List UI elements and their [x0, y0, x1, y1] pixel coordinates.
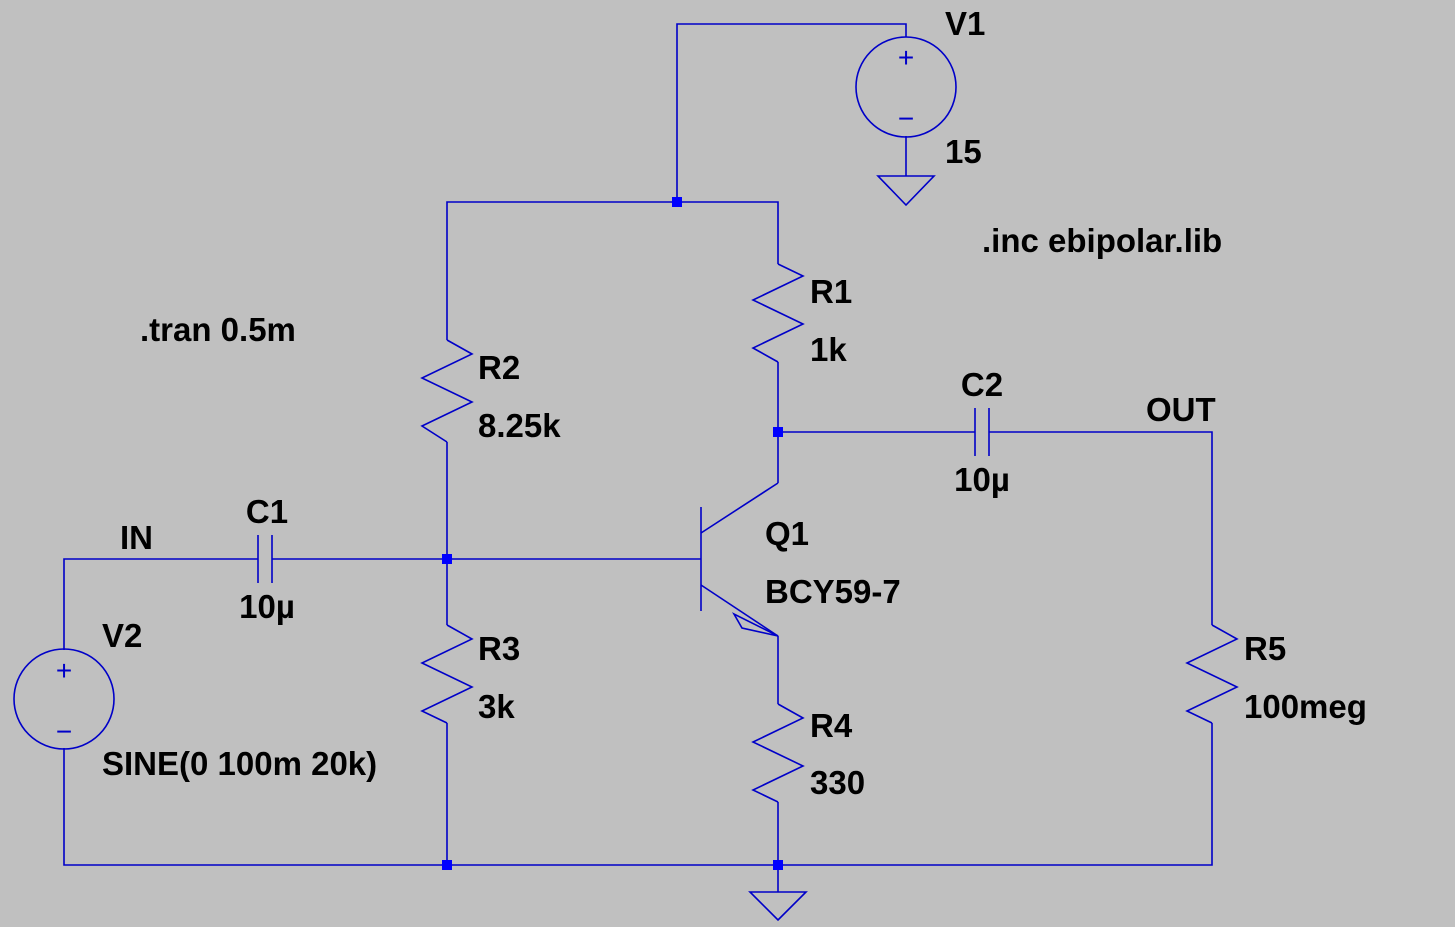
resistor-r5-icon[interactable] [1185, 624, 1239, 724]
capacitor-c1-icon[interactable] [257, 535, 273, 583]
wire-v2-ground[interactable] [63, 723, 1213, 866]
junction-ground-right[interactable] [773, 860, 783, 870]
source-v2[interactable]: + − [13, 648, 115, 750]
include-directive[interactable]: .inc ebipolar.lib [982, 222, 1222, 259]
tran-directive[interactable]: .tran 0.5m [140, 311, 296, 348]
labels: V1 15 .inc ebipolar.lib .tran 0.5m R1 1k… [102, 5, 1367, 801]
r5-value[interactable]: 100meg [1244, 688, 1367, 725]
r4-value[interactable]: 330 [810, 764, 865, 801]
c1-name[interactable]: C1 [246, 493, 288, 530]
r1-name[interactable]: R1 [810, 273, 852, 310]
q1-collector-leg [700, 482, 779, 534]
c1-value[interactable]: 10µ [239, 588, 295, 625]
junction-ground-left[interactable] [442, 860, 452, 870]
v1-name[interactable]: V1 [945, 5, 985, 42]
junction-base[interactable] [442, 554, 452, 564]
v1-minus-sign: − [898, 103, 914, 134]
v2-value[interactable]: SINE(0 100m 20k) [102, 745, 377, 782]
resistor-r3-icon[interactable] [420, 624, 474, 724]
ground-icon-v1[interactable] [876, 175, 936, 207]
net-label-in[interactable]: IN [120, 519, 153, 556]
wire-c2-out[interactable] [989, 431, 1213, 625]
junctions [442, 197, 783, 870]
wire-vcc-rail[interactable] [446, 201, 779, 340]
v2-plus-sign: + [56, 655, 72, 686]
q1-emitter-leg [700, 584, 779, 637]
v2-name[interactable]: V2 [102, 617, 142, 654]
source-v1[interactable]: + − [855, 36, 957, 138]
voltage-source-v1-icon [855, 36, 957, 138]
q1-name[interactable]: Q1 [765, 515, 809, 552]
c2-value[interactable]: 10µ [954, 461, 1010, 498]
wires [63, 23, 1213, 892]
ground-icon-main[interactable] [748, 891, 808, 922]
c2-name[interactable]: C2 [961, 366, 1003, 403]
r1-value[interactable]: 1k [810, 331, 847, 368]
v1-plus-sign: + [898, 42, 914, 73]
wire-v1-top[interactable] [676, 23, 907, 202]
voltage-source-v2-icon [13, 648, 115, 750]
r2-value[interactable]: 8.25k [478, 407, 561, 444]
r4-name[interactable]: R4 [810, 707, 853, 744]
r3-value[interactable]: 3k [478, 688, 515, 725]
capacitor-c2-icon[interactable] [974, 408, 990, 456]
r2-name[interactable]: R2 [478, 349, 520, 386]
wire-v2-in[interactable] [63, 558, 258, 650]
r5-name[interactable]: R5 [1244, 630, 1286, 667]
resistor-r4-icon[interactable] [751, 703, 805, 803]
q1-value[interactable]: BCY59-7 [765, 573, 901, 610]
transistor-q1-icon[interactable] [700, 482, 779, 637]
net-label-out[interactable]: OUT [1146, 391, 1216, 428]
v2-minus-sign: − [56, 716, 72, 747]
junction-collector[interactable] [773, 427, 783, 437]
q1-emitter-arrow-icon [731, 612, 779, 637]
r3-name[interactable]: R3 [478, 630, 520, 667]
resistor-r2-icon[interactable] [420, 339, 474, 443]
junction-vcc[interactable] [672, 197, 682, 207]
v1-value[interactable]: 15 [945, 133, 982, 170]
resistor-r1-icon[interactable] [751, 263, 805, 363]
